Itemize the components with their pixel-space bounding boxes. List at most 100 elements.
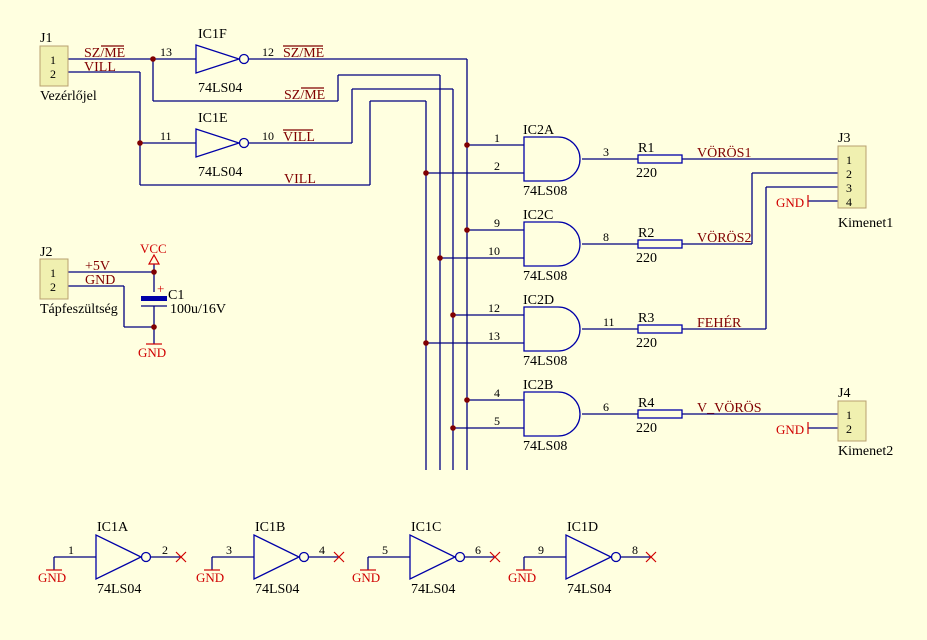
gate-type: 74LS04 <box>567 582 611 597</box>
connector-label: Kimenet2 <box>838 444 893 459</box>
pin-number: 13 <box>160 45 172 59</box>
resistor-value: 220 <box>636 166 657 181</box>
pin-number: 2 <box>162 543 168 557</box>
inverter-ic1d: IC1D 74LS04 9 8 GND <box>508 520 657 597</box>
pin-number: 4 <box>319 543 325 557</box>
inverter-ic1b: IC1B 74LS04 3 4 GND <box>196 520 345 597</box>
net-label-vill-inverted: VILL <box>283 130 315 145</box>
pin-number: 4 <box>494 386 500 400</box>
capacitor-c1: + C1 100u/16V <box>141 281 226 317</box>
wires <box>53 58 838 570</box>
pin-label: 1 <box>846 153 852 167</box>
pin-number: 13 <box>488 329 500 343</box>
gate-type: 74LS08 <box>523 184 567 199</box>
net-label-szme-2: SZ/ME <box>284 88 325 103</box>
resistor-r1: R1 220 <box>636 141 683 181</box>
gate-type: 74LS04 <box>411 582 455 597</box>
gate-ref: IC1D <box>567 520 598 535</box>
pin-number: 11 <box>160 129 172 143</box>
pin-number: 5 <box>382 543 388 557</box>
pin-number: 9 <box>538 543 544 557</box>
gate-ref: IC2C <box>523 208 553 223</box>
gnd-label: GND <box>508 570 536 585</box>
pin-number: 11 <box>603 315 615 329</box>
pin-number: 8 <box>632 543 638 557</box>
resistor-ref: R4 <box>638 396 654 411</box>
svg-text:+: + <box>157 281 164 296</box>
gate-ref: IC1A <box>97 520 129 535</box>
gate-type: 74LS08 <box>523 354 567 369</box>
pin-label: 4 <box>846 195 852 209</box>
connector-j2: J2 1 2 Tápfeszültség <box>39 245 118 317</box>
connector-label: Vezérlőjel <box>40 89 97 104</box>
inverter-ic1e: IC1E 74LS04 11 10 <box>160 111 274 180</box>
pin-number: 8 <box>603 230 609 244</box>
gate-ref: IC1E <box>198 111 228 126</box>
connector-ref: J2 <box>40 245 52 260</box>
gate-ref: IC1C <box>411 520 441 535</box>
net-label-vill-2: VILL <box>284 172 316 187</box>
connector-ref: J3 <box>838 131 850 146</box>
net-label-v-voros: V_VÖRÖS <box>697 399 762 416</box>
resistor-ref: R2 <box>638 226 654 241</box>
gnd-symbol-j3: GND <box>776 195 809 210</box>
gnd-label: GND <box>138 345 166 360</box>
connector-label: Kimenet1 <box>838 216 893 231</box>
pin-label: 2 <box>846 167 852 181</box>
capacitor-value: 100u/16V <box>170 302 226 317</box>
pin-label: 2 <box>50 67 56 81</box>
net-label-szme-inverted: SZ/ME <box>283 46 324 61</box>
net-label-voros2: VÖRÖS2 <box>697 229 751 246</box>
net-label-feher: FEHÉR <box>697 314 742 331</box>
gate-type: 74LS08 <box>523 269 567 284</box>
pin-label: 2 <box>846 422 852 436</box>
resistor-r4: R4 220 <box>636 396 683 436</box>
resistor-value: 220 <box>636 251 657 266</box>
gnd-label: GND <box>38 570 66 585</box>
gnd-symbol-j4: GND <box>776 422 809 437</box>
gnd-label: GND <box>776 195 804 210</box>
pin-label: 1 <box>846 408 852 422</box>
and-gate-ic2d: IC2D 74LS08 12 13 11 <box>488 293 615 369</box>
pin-number: 2 <box>494 159 500 173</box>
inverter-ic1f: IC1F 74LS04 13 12 <box>160 27 274 96</box>
gate-ref: IC2D <box>523 293 554 308</box>
resistor-value: 220 <box>636 336 657 351</box>
net-label-szme: SZ/ME <box>84 46 125 61</box>
resistor-r3: R3 220 <box>636 311 683 351</box>
gate-ref: IC1B <box>255 520 285 535</box>
gate-type: 74LS04 <box>198 165 242 180</box>
gate-type: 74LS08 <box>523 439 567 454</box>
resistor-ref: R1 <box>638 141 654 156</box>
vcc-symbol: VCC <box>140 241 167 265</box>
pin-number: 1 <box>68 543 74 557</box>
pin-label: 1 <box>50 53 56 67</box>
resistor-value: 220 <box>636 421 657 436</box>
pin-number: 5 <box>494 414 500 428</box>
gnd-label: GND <box>196 570 224 585</box>
inverter-ic1c: IC1C 74LS04 5 6 GND <box>352 520 501 597</box>
connector-j3: J3 1 2 3 4 Kimenet1 <box>837 131 893 231</box>
gnd-label: GND <box>776 422 804 437</box>
pin-number: 1 <box>494 131 500 145</box>
pin-number: 3 <box>603 145 609 159</box>
pin-number: 6 <box>603 400 609 414</box>
gate-ref: IC2B <box>523 378 553 393</box>
pin-number: 3 <box>226 543 232 557</box>
resistor-r2: R2 220 <box>636 226 683 266</box>
net-labels: SZ/ME VILL SZ/ME SZ/ME VILL VILL +5V GND… <box>84 45 762 416</box>
pin-number: 12 <box>262 45 274 59</box>
gate-type: 74LS04 <box>255 582 299 597</box>
connector-j4: J4 1 2 Kimenet2 <box>837 386 893 459</box>
junction-dots <box>137 56 470 431</box>
inverter-ic1a: IC1A 74LS04 1 2 GND <box>38 520 187 597</box>
gnd-symbol-c1: GND <box>138 343 166 360</box>
net-label-voros1: VÖRÖS1 <box>697 144 751 161</box>
capacitor-ref: C1 <box>168 288 184 303</box>
gate-ref: IC2A <box>523 123 555 138</box>
and-gate-ic2b: IC2B 74LS08 4 5 6 <box>494 378 609 454</box>
gate-type: 74LS04 <box>97 582 141 597</box>
vcc-label: VCC <box>140 241 167 256</box>
pin-number: 9 <box>494 216 500 230</box>
pin-label: 1 <box>50 266 56 280</box>
